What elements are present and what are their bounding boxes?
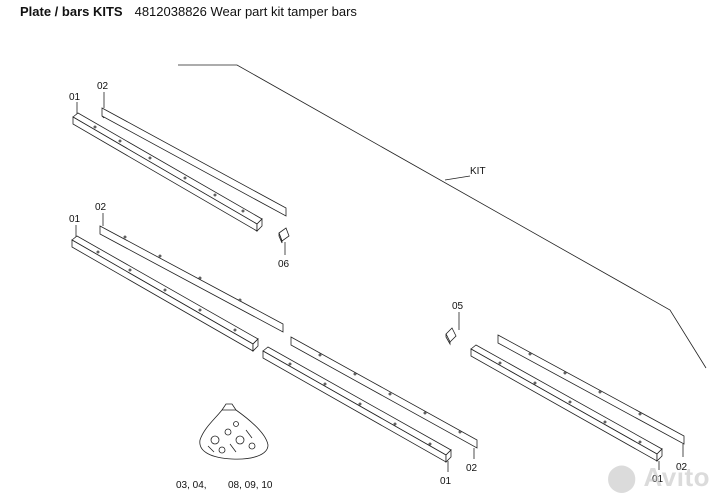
group4-plate	[470, 344, 663, 462]
group3-plate-number: 01	[440, 476, 452, 487]
group2-plate	[71, 235, 259, 352]
kit-label: KIT	[470, 166, 486, 177]
group4-bracket	[445, 327, 457, 346]
group1-bar-number: 02	[97, 81, 109, 92]
group1-bracket	[278, 227, 290, 244]
header-title: Plate / bars KITS	[20, 4, 123, 19]
group2-plate-number: 01	[69, 214, 81, 225]
hardware-bag	[199, 403, 269, 460]
group4-bar-number: 02	[676, 462, 688, 473]
group4-bracket-number: 05	[452, 301, 464, 312]
kit-bracket-line	[178, 64, 707, 369]
watermark: ⬤ Avito	[607, 462, 710, 493]
group4-plate-number: 01	[652, 474, 664, 485]
group3-bar	[290, 336, 478, 449]
watermark-logo-icon: ⬤	[607, 462, 644, 492]
watermark-text: Avito	[643, 462, 710, 492]
page-header: Plate / bars KITS 4812038826 Wear part ki…	[20, 4, 357, 19]
group4-bar	[497, 334, 685, 445]
bag-right-numbers: 08, 09, 10	[228, 480, 273, 491]
kit-leader-line	[444, 175, 471, 181]
group1-plate	[72, 112, 263, 232]
group1-bar	[101, 107, 287, 217]
group3-bar-number: 02	[466, 463, 478, 474]
group1-bracket-number: 06	[278, 259, 290, 270]
group3-plate	[262, 346, 452, 463]
header-subtitle: 4812038826 Wear part kit tamper bars	[134, 4, 357, 19]
bag-left-numbers: 03, 04,	[176, 480, 207, 491]
group2-bar-number: 02	[95, 202, 107, 213]
group1-plate-number: 01	[69, 92, 81, 103]
group2-bar	[99, 225, 284, 333]
